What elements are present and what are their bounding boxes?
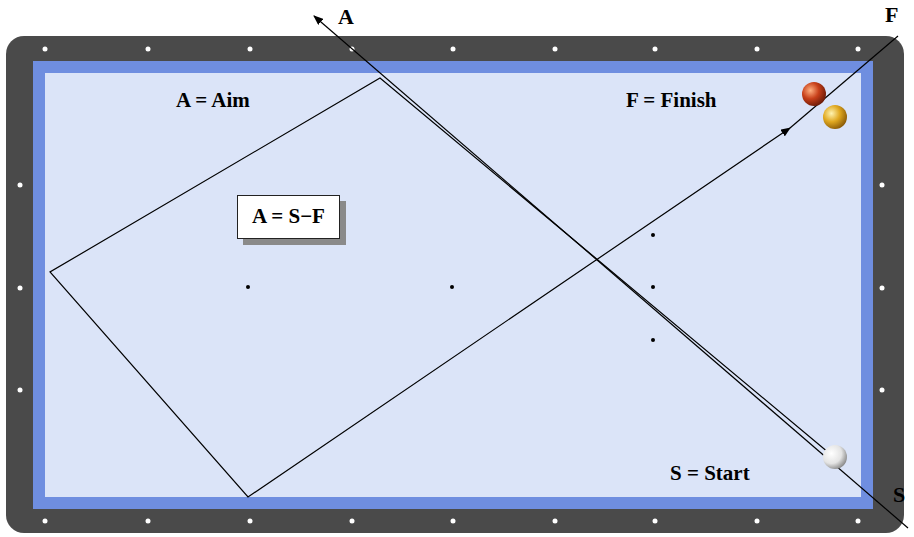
legend-text: S = Start <box>670 463 750 484</box>
object-ball <box>823 105 847 129</box>
rail <box>6 36 904 533</box>
start-marker: S <box>893 484 905 506</box>
ball-path <box>50 78 835 497</box>
formula-text: A = S−F <box>252 205 339 228</box>
diamond-sights <box>18 47 885 524</box>
legend-text: F = Finish <box>626 90 717 111</box>
object-ball <box>802 82 826 106</box>
formula-box: A = S−F <box>237 195 340 239</box>
legend-text: A = Aim <box>176 90 250 111</box>
cue-ball <box>823 445 847 469</box>
finish-marker: F <box>885 4 898 26</box>
aim-line <box>314 16 908 528</box>
finish-line <box>790 36 898 128</box>
cushion <box>33 61 873 509</box>
spots <box>246 233 655 342</box>
aim-marker: A <box>338 6 354 28</box>
